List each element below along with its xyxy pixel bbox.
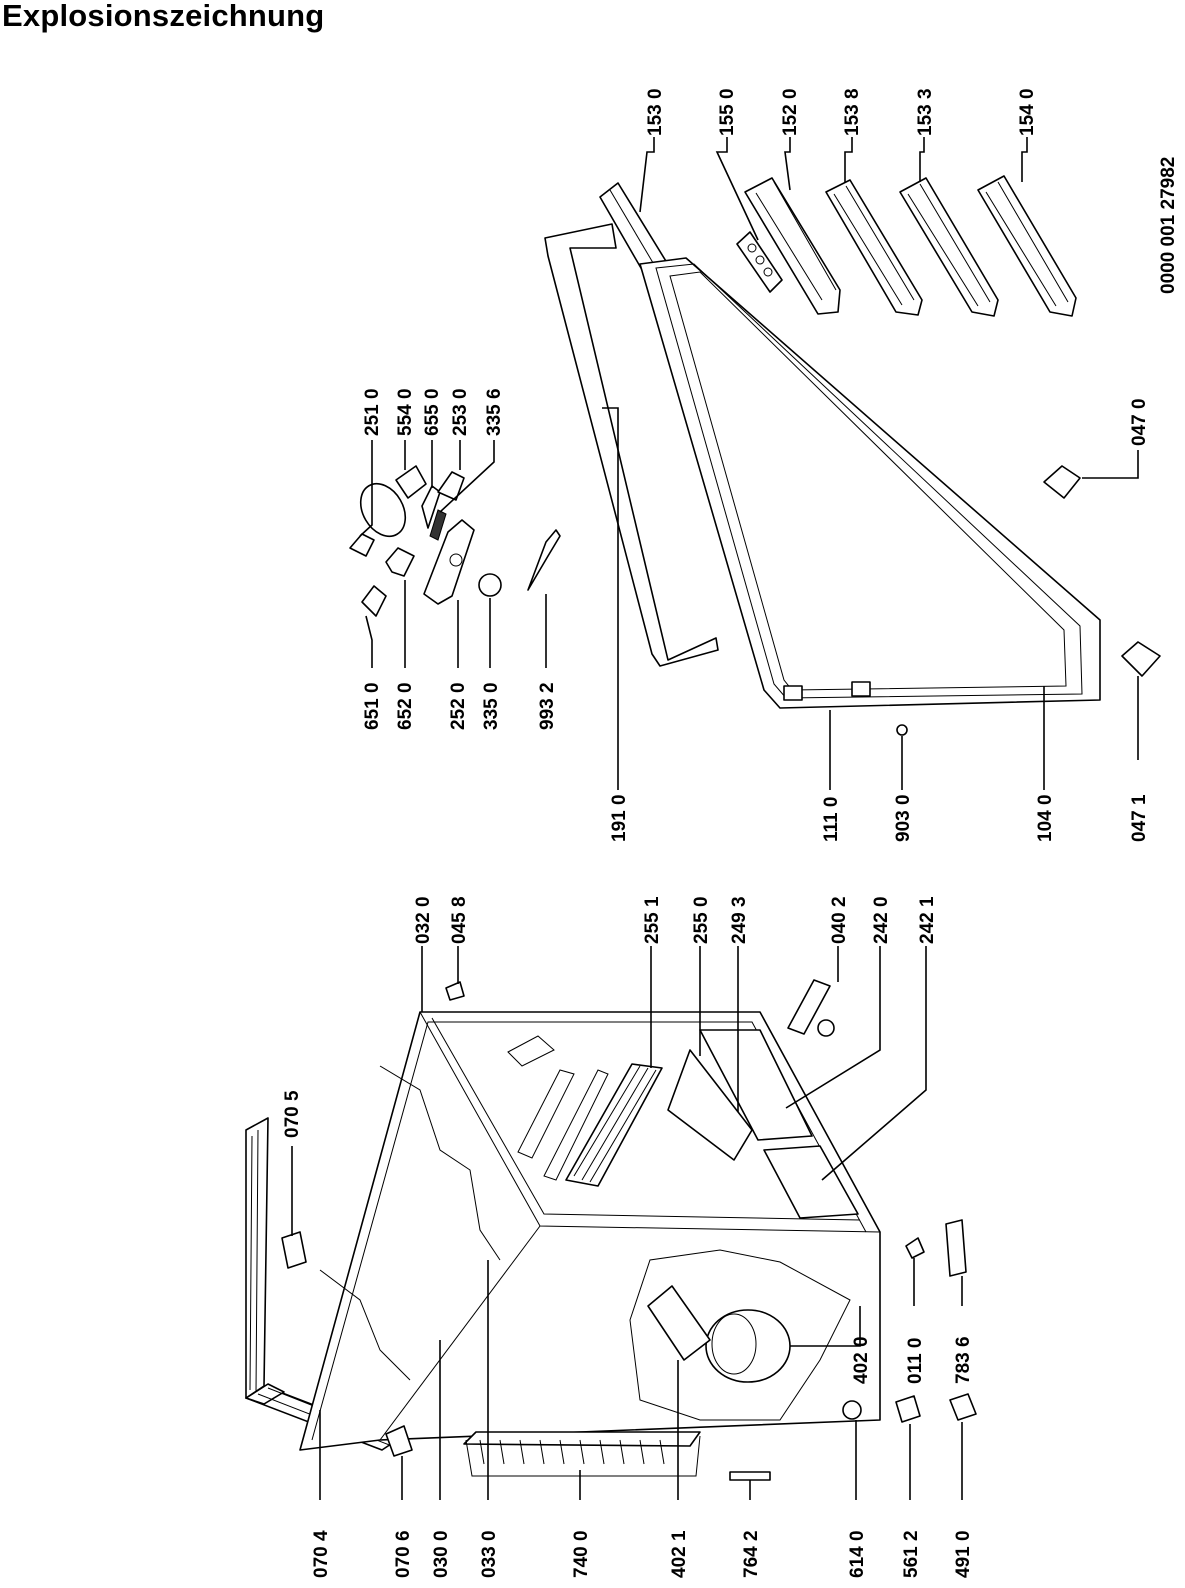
- label-0300: 030 0: [431, 1530, 452, 1578]
- label-2420: 242 0: [871, 896, 892, 944]
- label-7836: 783 6: [953, 1336, 974, 1384]
- label-3356: 335 6: [484, 388, 505, 436]
- label-2493: 249 3: [729, 896, 750, 944]
- label-4021: 402 1: [669, 1530, 690, 1578]
- part-2530-shape: [437, 471, 465, 501]
- label-4020: 402 0: [851, 1336, 872, 1384]
- control-4021-shape: [647, 1285, 711, 1361]
- part-6520-shape: [385, 547, 415, 577]
- label-1110: 111 0: [821, 797, 842, 842]
- door-group: [544, 223, 1161, 790]
- part-6510-shape: [361, 585, 387, 617]
- label-0110: 011 0: [905, 1338, 926, 1385]
- part-labels: 153 0 155 0 152 0 153 8 153 3 154 0 0000…: [282, 88, 1179, 1578]
- part-4910-shape: [949, 1393, 977, 1421]
- label-7400: 740 0: [571, 1530, 592, 1578]
- part-9932-shape: [527, 529, 561, 591]
- label-9932: 993 2: [537, 682, 558, 730]
- condenser-7400-shape: [463, 1431, 701, 1447]
- bracket-0705-shape: [281, 1231, 307, 1269]
- label-1533: 153 3: [915, 88, 936, 136]
- shelf-1538-shape: [825, 179, 923, 316]
- label-6510: 651 0: [362, 682, 383, 730]
- cabinet-body-0300-shape: [299, 1011, 881, 1451]
- label-2520: 252 0: [448, 682, 469, 730]
- label-1550: 155 0: [717, 88, 738, 136]
- label-1040: 104 0: [1035, 794, 1056, 842]
- part-5612-shape: [895, 1395, 921, 1423]
- label-9030: 903 0: [893, 794, 914, 842]
- part-0110-shape: [905, 1237, 925, 1259]
- label-3350: 335 0: [481, 682, 502, 730]
- label-1520: 152 0: [780, 88, 801, 136]
- part-0470-shape: [1043, 465, 1081, 499]
- hinge-1110-shape: [783, 685, 803, 701]
- part-3356-shape: [429, 509, 447, 541]
- part-0471-shape: [1121, 641, 1161, 677]
- part-7642-shape: [729, 1471, 771, 1481]
- bracket-0706-shape: [385, 1425, 413, 1457]
- door-1040-shape: [639, 257, 1101, 709]
- crisper-2421-shape: [763, 1145, 859, 1219]
- label-2551: 255 1: [642, 896, 663, 944]
- part-3350-shape: [478, 573, 502, 597]
- screw-9030-shape: [896, 724, 908, 736]
- label-5540: 554 0: [395, 388, 416, 436]
- label-0704: 070 4: [311, 1530, 332, 1578]
- label-5612: 561 2: [901, 1530, 922, 1578]
- label-1540: 154 0: [1017, 88, 1038, 136]
- label-0320: 032 0: [413, 896, 434, 944]
- label-1538: 153 8: [842, 88, 863, 136]
- document-number: 0000 001 27982: [1158, 157, 1179, 294]
- label-6520: 652 0: [395, 682, 416, 730]
- label-0706: 070 6: [393, 1530, 414, 1578]
- label-0330: 033 0: [479, 1530, 500, 1578]
- diagram-title: Explosionszeichnung: [2, 0, 325, 33]
- label-1530: 153 0: [645, 88, 666, 136]
- label-2421: 242 1: [917, 896, 938, 944]
- shelf-1533-shape: [899, 177, 999, 317]
- part-6140-shape: [842, 1400, 862, 1420]
- label-0402: 040 2: [829, 896, 850, 944]
- part-2520-shape: [423, 519, 475, 605]
- screw-0458-shape: [445, 981, 465, 1001]
- compressor-recess: [629, 1249, 851, 1421]
- part-2510-shape: [349, 533, 375, 557]
- part-7836-shape: [945, 1219, 967, 1277]
- shelf-1520-shape: [744, 177, 841, 315]
- bracket-0402-shape: [787, 979, 831, 1035]
- label-4910: 491 0: [953, 1530, 974, 1578]
- label-1910: 191 0: [609, 794, 630, 842]
- label-0458: 045 8: [449, 896, 470, 944]
- door-shelves-group: [599, 137, 1077, 317]
- label-7642: 764 2: [741, 1530, 762, 1578]
- label-2530: 253 0: [450, 388, 471, 436]
- label-0470: 047 0: [1129, 398, 1150, 446]
- label-0471: 047 1: [1129, 794, 1150, 842]
- label-2510: 251 0: [362, 388, 383, 436]
- label-6140: 614 0: [847, 1530, 868, 1578]
- shelf-1540-shape: [977, 175, 1077, 317]
- label-2550: 255 0: [691, 896, 712, 944]
- label-6550: 655 0: [422, 388, 443, 436]
- label-0705: 070 5: [282, 1090, 303, 1138]
- thermostat-light-group: [349, 440, 561, 668]
- cabinet-group: [245, 946, 977, 1500]
